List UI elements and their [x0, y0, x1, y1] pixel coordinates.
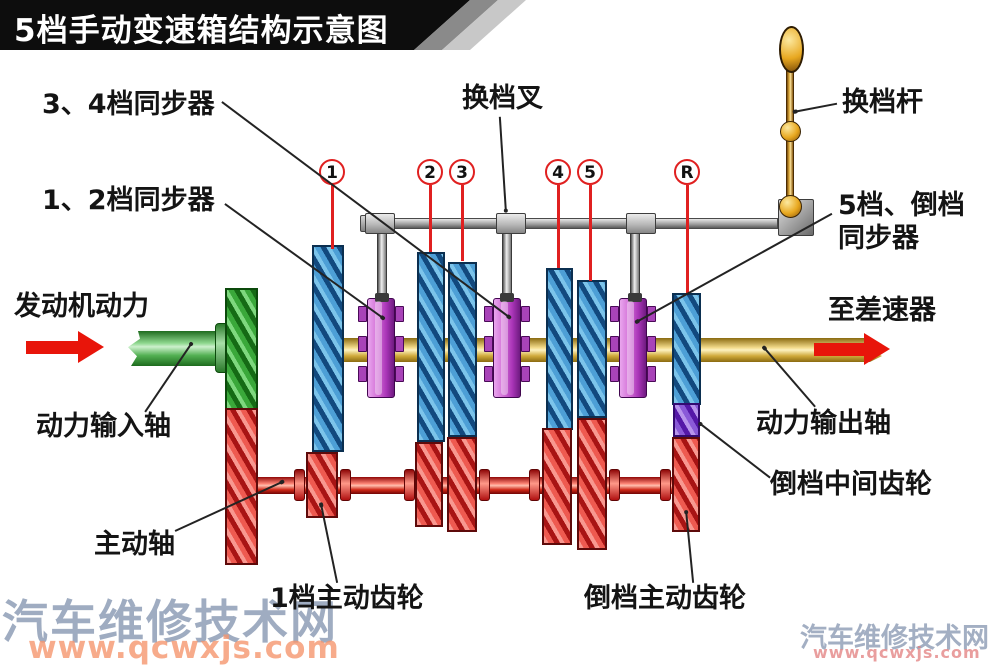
label-input-shaft: 动力输入轴 [36, 411, 171, 442]
synchronizer-highlight [501, 301, 508, 395]
sync-tab [484, 306, 493, 322]
gear-reverse-driven [672, 293, 701, 405]
watermark-site: 汽车维修技术网 [2, 595, 338, 649]
shaft-collar [529, 469, 540, 501]
leader-sync5r [636, 213, 833, 323]
sync-tab [358, 306, 367, 322]
lever-base-ball [779, 195, 802, 218]
sync-tab [521, 306, 530, 322]
gear-marker-3: 3 [449, 159, 475, 185]
label-first-gear-drive: 1档主动齿轮 [270, 583, 424, 614]
engine-power-arrowhead [78, 331, 104, 363]
synchronizer-highlight [627, 301, 634, 395]
sync-tab [521, 336, 530, 352]
shift-fork-block [496, 213, 526, 234]
gear-marker-4: 4 [545, 159, 571, 185]
counter-driven-gear [225, 408, 258, 565]
synchronizer-5-r [619, 298, 647, 398]
label-engine-power: 发动机动力 [14, 291, 149, 322]
gear-1-driven [312, 245, 344, 452]
shift-fork-block [365, 213, 395, 234]
reverse-idler-gear [673, 403, 700, 437]
leader-sync34 [221, 101, 510, 318]
shift-fork-block [626, 213, 656, 234]
label-shift-fork: 换档叉 [462, 83, 543, 114]
shift-rail [363, 218, 778, 229]
label-sync34: 3、4档同步器 [42, 89, 215, 120]
sync-tab [610, 366, 619, 382]
sync-tab [647, 366, 656, 382]
label-reverse-idler: 倒档中间齿轮 [770, 469, 932, 500]
label-to-differential: 至差速器 [828, 295, 936, 326]
leader-shift-fork [499, 116, 507, 212]
shaft-collar [609, 469, 620, 501]
shift-lever-knob [779, 26, 804, 73]
sync-tab [610, 336, 619, 352]
sync-tab [484, 366, 493, 382]
label-sync5r: 5档、倒档 同步器 [838, 190, 965, 254]
marker-line-5 [589, 185, 592, 281]
synchronizer-highlight [375, 301, 382, 395]
label-shift-lever: 换档杆 [842, 87, 923, 118]
shaft-collar [660, 469, 671, 501]
label-reverse-drive: 倒档主动齿轮 [584, 583, 746, 614]
gear-4-drive [542, 428, 572, 545]
shaft-collar [294, 469, 305, 501]
sync-tab [395, 336, 404, 352]
marker-line-2 [429, 185, 432, 252]
watermark-url-small: www.qcwxjs.com [813, 643, 981, 662]
gear-marker-5: 5 [577, 159, 603, 185]
gear-3-drive [447, 437, 477, 532]
gear-4-driven [546, 268, 573, 430]
lever-ball-joint [780, 121, 801, 142]
label-sync12: 1、2档同步器 [42, 185, 215, 216]
gear-5-driven [577, 280, 607, 418]
sync-tab [358, 336, 367, 352]
shaft-collar [340, 469, 351, 501]
sync-tab [395, 306, 404, 322]
engine-power-arrow [26, 341, 78, 354]
gear-marker-1: 1 [319, 159, 345, 185]
sync-tab [358, 366, 367, 382]
label-output-shaft: 动力输出轴 [756, 408, 891, 439]
shaft-collar [404, 469, 415, 501]
shaft-collar [479, 469, 490, 501]
gear-5-drive [577, 418, 607, 550]
gear-2-driven [417, 252, 445, 442]
page-title: 5档手动变速箱结构示意图 [14, 13, 389, 49]
label-countershaft: 主动轴 [94, 529, 175, 560]
sync-tab [521, 366, 530, 382]
leader-shift-lever [794, 103, 838, 113]
marker-line-3 [461, 185, 464, 261]
marker-line-r [686, 185, 689, 293]
fork-rod-cap [500, 293, 514, 302]
output-arrowhead [864, 333, 890, 365]
gear-3-driven [448, 262, 477, 437]
shift-fork-rod [630, 232, 640, 300]
gear-marker-r: R [674, 159, 700, 185]
input-gear [225, 288, 258, 410]
sync-tab [484, 336, 493, 352]
shift-fork-rod [377, 232, 387, 300]
sync-tab [610, 306, 619, 322]
marker-line-4 [557, 185, 560, 268]
fork-rod-cap [375, 293, 389, 302]
title-banner [0, 0, 526, 50]
shift-fork-rod [502, 232, 512, 300]
watermark-url: www.qcwxjs.com [28, 630, 340, 666]
sync-tab [395, 366, 404, 382]
sync-tab [647, 336, 656, 352]
gear-2-drive [415, 442, 443, 527]
fork-rod-cap [628, 293, 642, 302]
watermark-site-small: 汽车维修技术网 [800, 623, 989, 654]
gear-marker-2: 2 [417, 159, 443, 185]
marker-line-1 [331, 185, 334, 249]
output-arrow [814, 343, 864, 356]
